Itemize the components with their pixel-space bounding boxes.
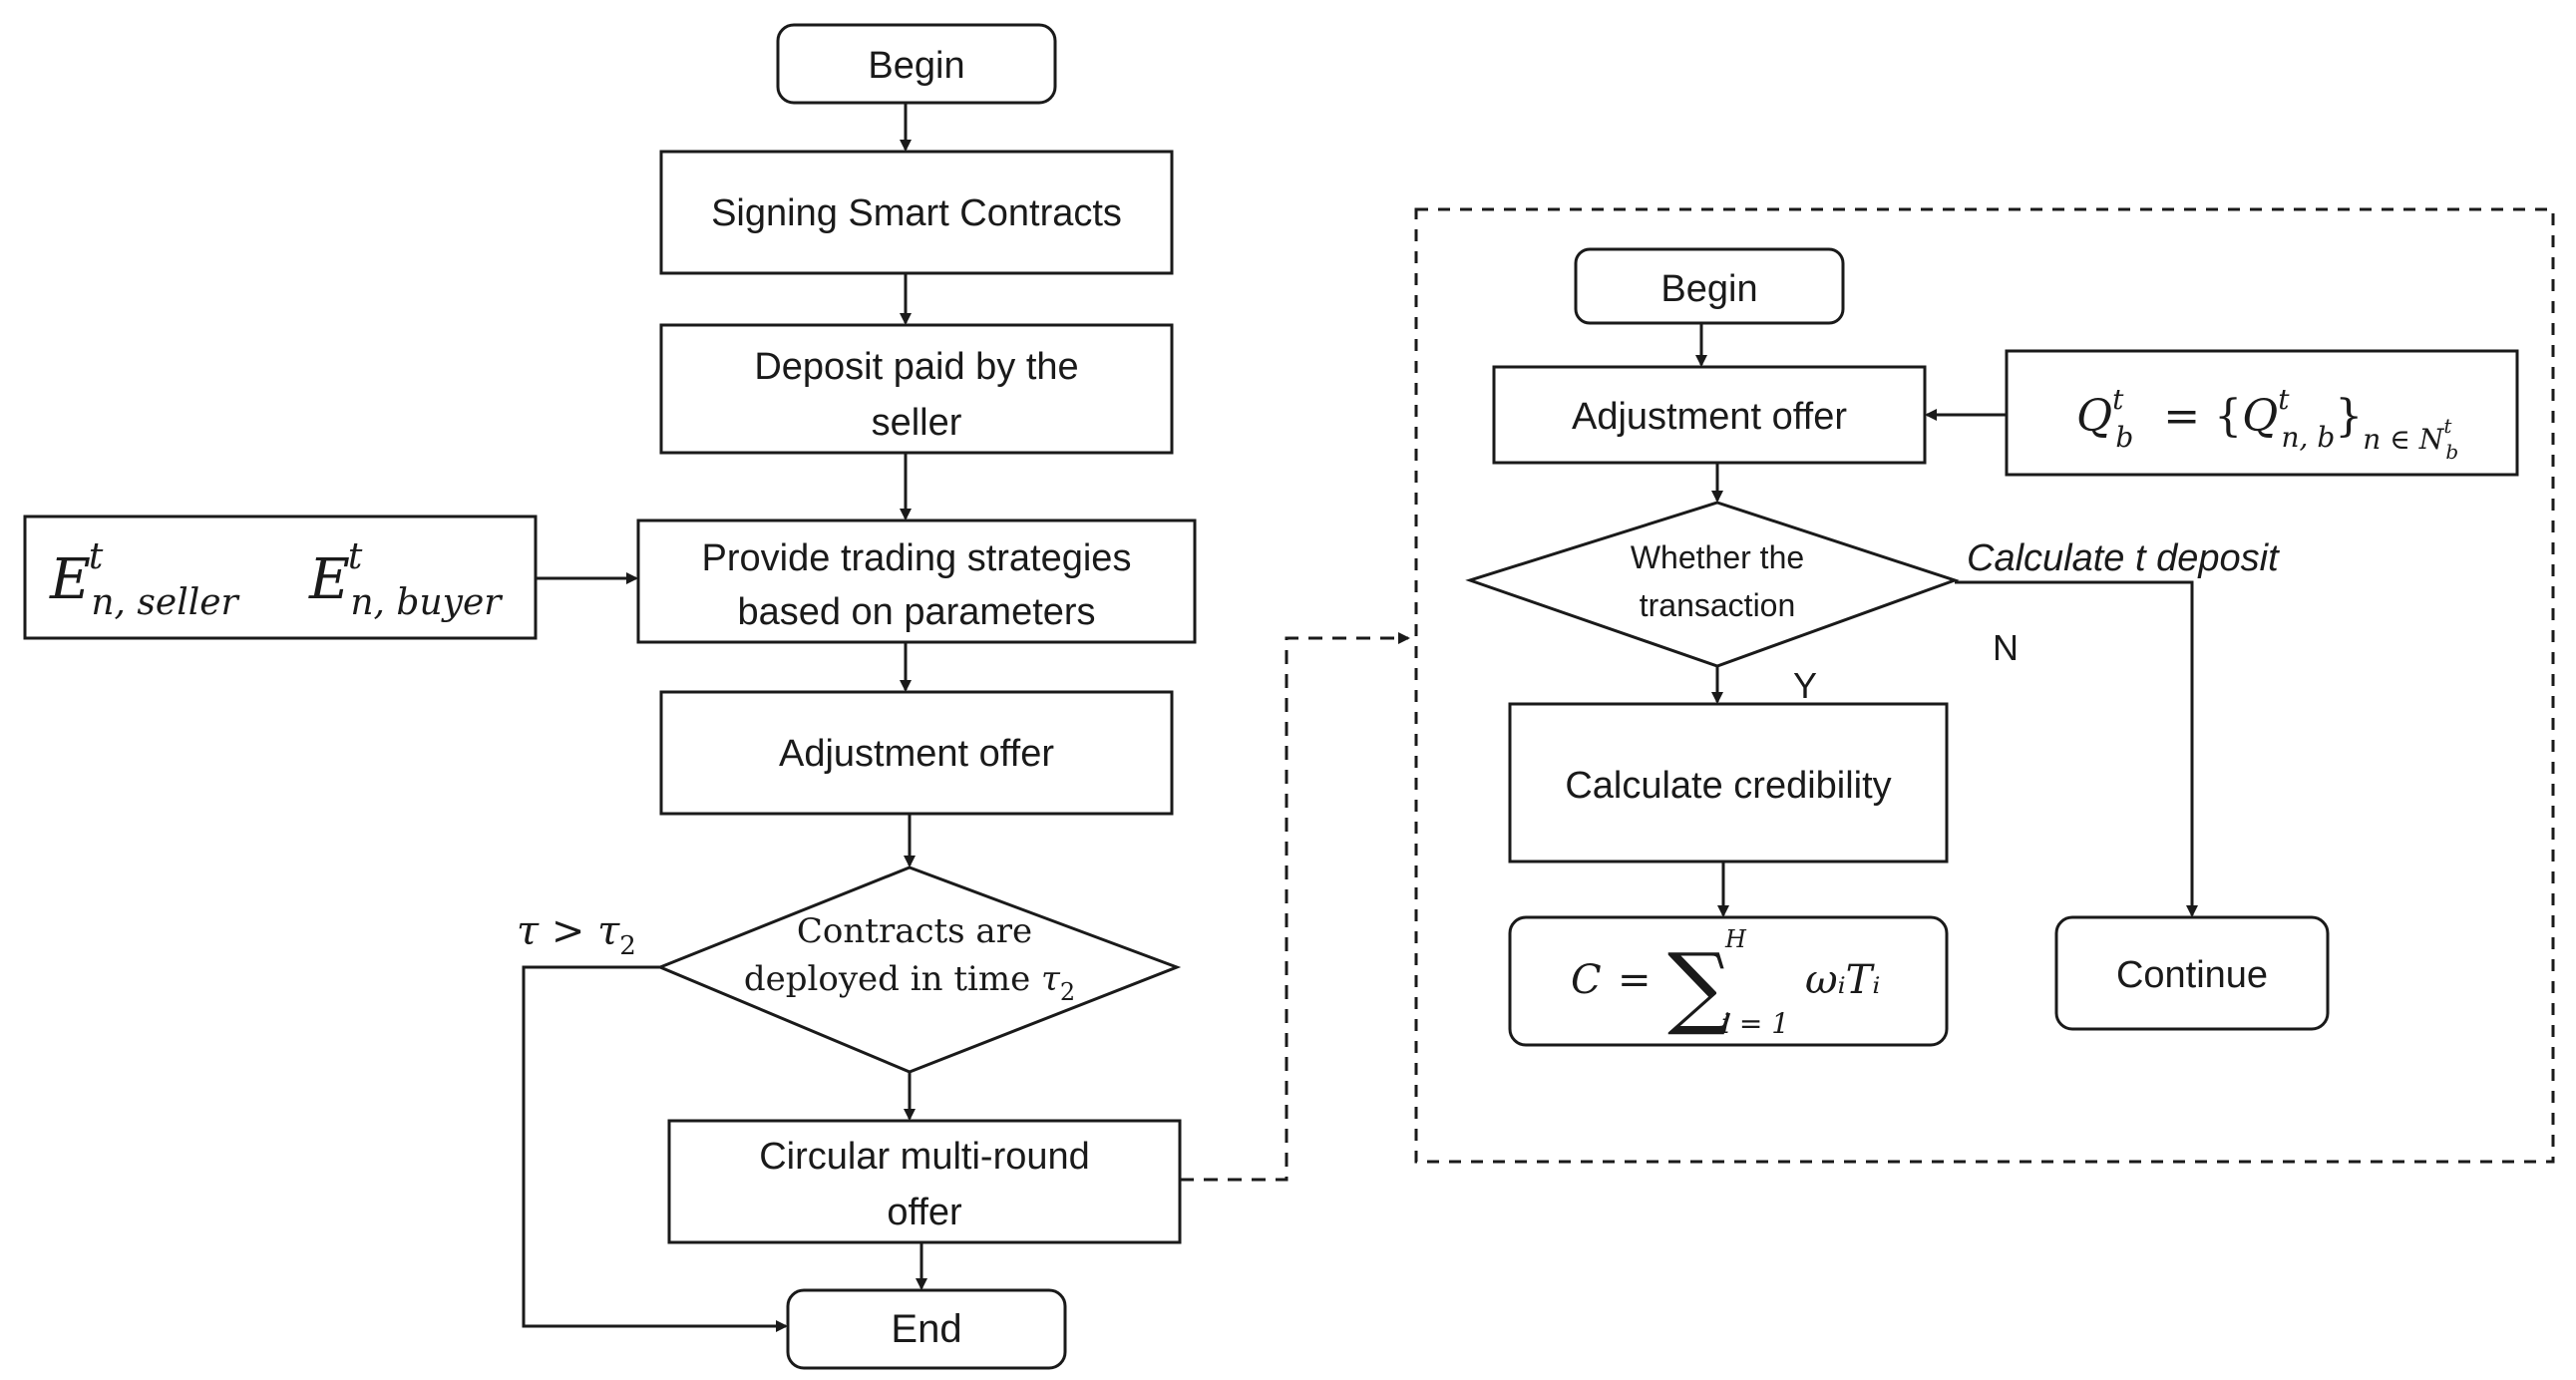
credibility-formula-box (1508, 915, 1949, 1047)
begin-node-left (776, 23, 1057, 105)
credibility-label: Calculate credibility (1565, 765, 1891, 807)
q-inner-sub: n, b (2281, 421, 2335, 454)
seller-sub: n, seller (91, 582, 239, 623)
strategies-label-line1: Provide trading strategies (702, 537, 1132, 579)
q-eq: = { (2163, 391, 2242, 442)
energy-buyer-formula: Et n, buyer (308, 536, 503, 623)
timeout-tau: τ > τ (517, 908, 620, 954)
q-index: n ∈ N (2363, 423, 2445, 456)
bid-set-formula-box (2005, 349, 2519, 477)
energy-parameters-box (23, 515, 538, 640)
signing-contracts-label: Signing Smart Contracts (711, 192, 1122, 234)
buyer-sup: t (348, 536, 363, 577)
decision-tau-sub: 2 (1060, 978, 1075, 1006)
deposit-box (659, 323, 1174, 455)
formula-term: ωᵢTᵢ (1805, 957, 1880, 1003)
q-index-sub: b (2445, 440, 2458, 464)
timeout-path-to-end (522, 965, 788, 1332)
decision-tau: τ (1041, 959, 1061, 999)
q-inner: Q (2242, 391, 2278, 442)
yes-branch-label: Y (1793, 665, 1817, 706)
q-lhs: Q (2076, 391, 2112, 442)
timeout-sub: 2 (619, 931, 636, 961)
begin-node-right (1574, 247, 1845, 325)
circular-offer-box (667, 1119, 1182, 1244)
formula-C: C (1571, 957, 1602, 1003)
circular-offer-label-line2: offer (887, 1192, 962, 1233)
adjustment-offer-box-left (659, 690, 1174, 816)
credibility-box (1508, 702, 1949, 863)
begin-label-left: Begin (868, 45, 964, 87)
q-index-sup: t (2443, 414, 2452, 438)
calculate-deposit-label: Calculate t deposit (1967, 537, 2280, 579)
energy-seller-formula: Et n, seller (49, 536, 240, 623)
continue-label: Continue (2116, 954, 2268, 996)
end-node (786, 1288, 1067, 1370)
formula-lower: i = 1 (1721, 1007, 1789, 1040)
decision-label-line1: Contracts are (797, 911, 1032, 951)
adjustment-offer-label-left: Adjustment offer (779, 733, 1054, 775)
buyer-sub: n, buyer (350, 582, 503, 623)
adjustment-offer-label-right: Adjustment offer (1572, 396, 1847, 438)
decision-label-line2: deployed in time τ2 (744, 959, 1075, 1006)
deposit-label-line1: Deposit paid by the (754, 346, 1078, 388)
decision-line2-text: deployed in time (744, 959, 1030, 999)
detail-panel-dashed-border (1414, 207, 2555, 1164)
buyer-E: E (308, 547, 350, 612)
dashed-link-to-detail (1180, 632, 1410, 1182)
strategies-label-line2: based on parameters (737, 591, 1095, 633)
transaction-decision-diamond (1465, 501, 1960, 668)
q-lhs-sub: b (2115, 421, 2133, 454)
seller-E: E (49, 547, 91, 612)
signing-contracts-box (659, 150, 1174, 275)
circular-offer-label-line1: Circular multi-round (759, 1136, 1090, 1178)
begin-label-right: Begin (1660, 268, 1757, 310)
timeout-condition-label: τ > τ2 (517, 908, 636, 961)
q-close: } (2335, 391, 2363, 442)
q-lhs-sup: t (2112, 383, 2124, 416)
transaction-label-line2: transaction (1640, 587, 1796, 623)
deposit-label-line2: seller (872, 402, 962, 444)
end-label: End (891, 1307, 961, 1351)
no-branch-path (1955, 580, 2198, 917)
adjustment-offer-box-right (1492, 365, 1927, 465)
no-branch-label: N (1993, 627, 2019, 668)
strategies-box (636, 518, 1197, 644)
transaction-label-line1: Whether the (1631, 539, 1804, 575)
q-inner-sup: t (2278, 383, 2290, 416)
seller-sup: t (89, 536, 104, 577)
formula-sum: ∑ (1667, 934, 1731, 1039)
continue-node (2054, 915, 2330, 1031)
formula-equals: = (1618, 957, 1652, 1003)
formula-upper: H (1724, 925, 1747, 953)
